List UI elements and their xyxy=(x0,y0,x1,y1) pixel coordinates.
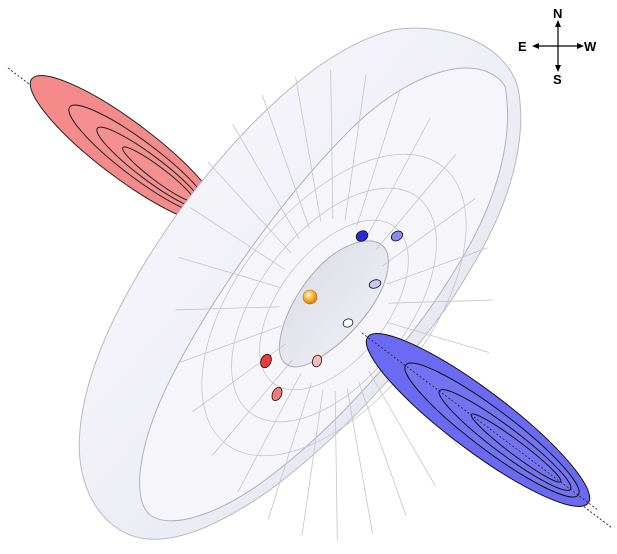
torus-grid-line xyxy=(366,117,431,237)
torus-grid-line xyxy=(334,391,338,541)
gas-clouds xyxy=(260,230,404,402)
torus-grid-line xyxy=(180,325,282,363)
torus-grid-line xyxy=(301,389,324,536)
cloud-lavender xyxy=(368,279,382,289)
cloud-pink xyxy=(311,354,323,368)
compass-south-label: S xyxy=(553,72,562,87)
torus-grid-line xyxy=(295,76,322,222)
cloud-blue-light xyxy=(390,230,404,242)
compass-west-label: W xyxy=(584,39,597,54)
central-star xyxy=(302,289,318,305)
torus-grid-line xyxy=(388,299,493,304)
cloud-white xyxy=(342,318,354,328)
compass-rose-icon: N S E W xyxy=(518,6,597,87)
torus-grid-line xyxy=(346,388,373,534)
torus-grid-line xyxy=(387,322,490,353)
torus-grid-line xyxy=(330,69,334,219)
torus-grid-line xyxy=(211,359,293,456)
torus-grid-line xyxy=(178,257,281,288)
compass-north-label: N xyxy=(553,6,562,21)
torus-grid-line xyxy=(344,74,367,221)
red-ionization-cone xyxy=(29,75,223,225)
cloud-blue-dark xyxy=(355,230,369,242)
torus-grid-line xyxy=(189,206,285,270)
torus-grid-line xyxy=(358,381,407,516)
torus-grid-line xyxy=(368,370,436,487)
dusty-torus xyxy=(78,27,522,541)
cloud-salmon xyxy=(271,386,283,402)
torus-grid-line xyxy=(356,90,401,227)
torus-grid-line xyxy=(207,161,292,254)
torus-grid-line xyxy=(382,198,476,267)
blue-ionization-cone xyxy=(361,332,599,511)
torus-grid-line xyxy=(267,383,312,520)
torus-grid-line xyxy=(261,94,310,229)
torus-grid-line xyxy=(386,247,488,285)
torus-grid-line xyxy=(175,306,280,311)
torus-grid-line xyxy=(232,123,300,240)
cloud-red xyxy=(260,353,272,369)
torus-grid-line xyxy=(237,373,302,493)
torus-grid-line xyxy=(375,154,457,251)
compass-east-label: E xyxy=(518,39,527,54)
